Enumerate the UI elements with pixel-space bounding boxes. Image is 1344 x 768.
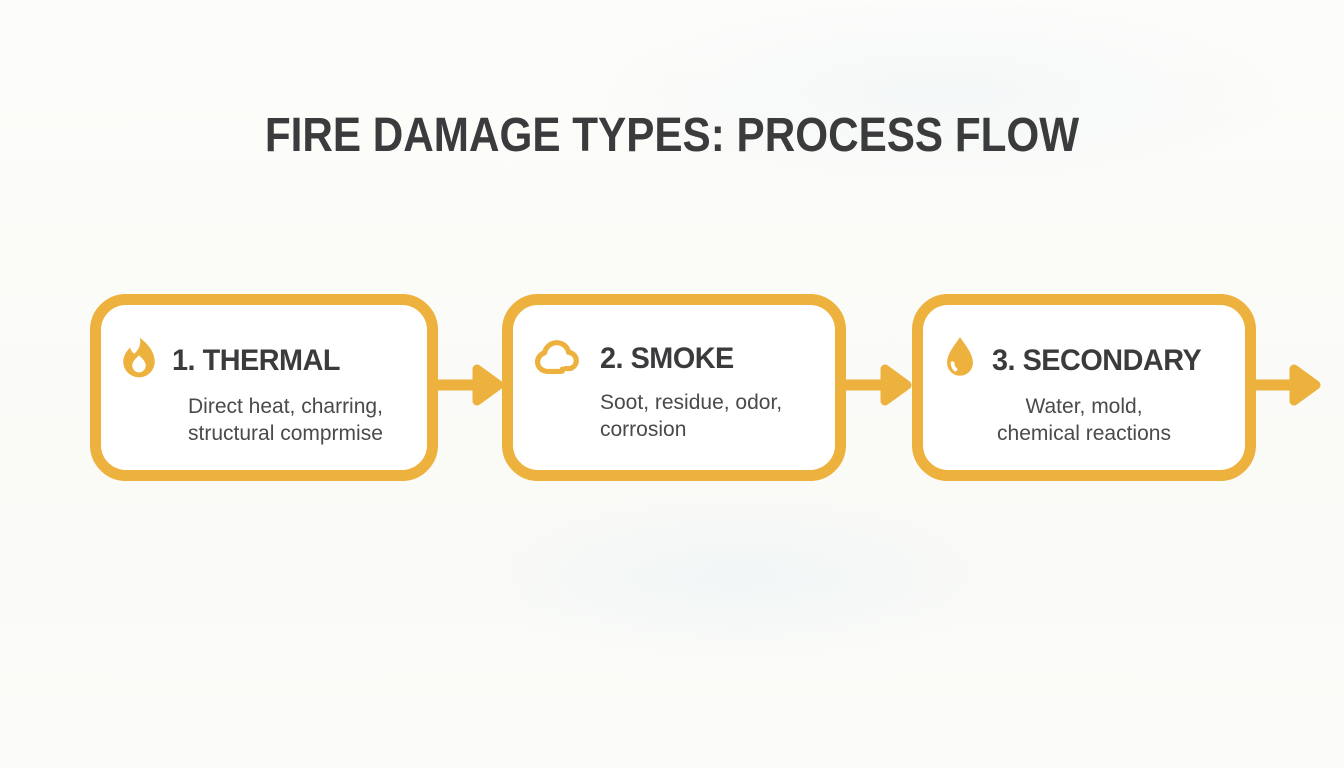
step-description: Soot, residue, odor, corrosion bbox=[600, 389, 835, 443]
step-box-thermal: 1. THERMAL Direct heat, charring, struct… bbox=[90, 294, 438, 481]
step-header: 1. THERMAL bbox=[121, 335, 427, 386]
description-line: Water, mold, bbox=[1025, 395, 1143, 418]
step-label: 3. SECONDARY bbox=[992, 343, 1202, 377]
flow-arrow bbox=[841, 357, 915, 413]
flow-arrow bbox=[433, 357, 507, 413]
step-description: Direct heat, charring, structural comprm… bbox=[188, 393, 427, 447]
step-header: 3. SECONDARY bbox=[943, 335, 1245, 386]
step-box-secondary: 3. SECONDARY Water, mold, chemical react… bbox=[912, 294, 1256, 481]
step-description: Water, mold, chemical reactions bbox=[923, 393, 1245, 447]
page-title: FIRE DAMAGE TYPES: PROCESS FLOW bbox=[264, 109, 1080, 162]
description-line: corrosion bbox=[600, 418, 687, 441]
step-header: 2. SMOKE bbox=[533, 335, 835, 382]
droplet-icon bbox=[943, 335, 977, 386]
step-label: 2. SMOKE bbox=[600, 341, 734, 375]
description-line: Direct heat, charring, bbox=[188, 395, 383, 418]
step-label: 1. THERMAL bbox=[172, 343, 340, 377]
step-box-smoke: 2. SMOKE Soot, residue, odor, corrosion bbox=[502, 294, 846, 481]
description-line: chemical reactions bbox=[997, 422, 1171, 445]
description-line: structural comprmise bbox=[188, 422, 383, 445]
flame-icon bbox=[121, 335, 157, 386]
description-line: Soot, residue, odor, bbox=[600, 391, 783, 414]
cloud-icon bbox=[533, 335, 585, 382]
flow-arrow bbox=[1250, 357, 1324, 413]
